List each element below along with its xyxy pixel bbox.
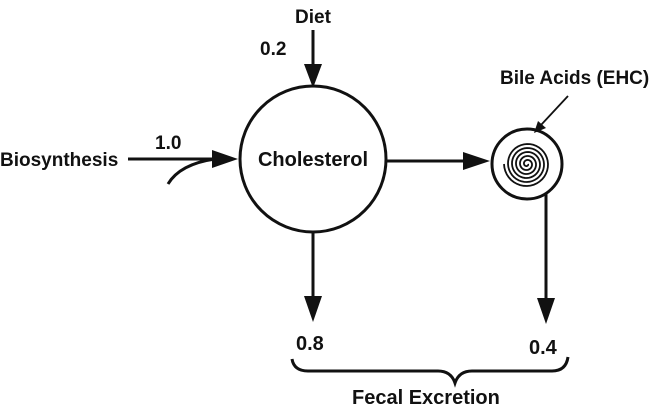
cholesterol-excretion-value: 0.8 xyxy=(296,333,324,355)
diet-arrow-head xyxy=(304,64,322,88)
diet-value: 0.2 xyxy=(260,39,286,60)
cholesterol-excretion-arrow-head xyxy=(304,296,322,322)
enterohepatic-circulation-spiral-icon xyxy=(503,143,549,187)
bile-acid-pool-circle xyxy=(490,127,564,201)
fecal-excretion-brace xyxy=(290,356,570,388)
biosynthesis-curve xyxy=(166,157,216,185)
bile-acids-label: Bile Acids (EHC) xyxy=(500,68,649,89)
biosynthesis-arrow-head xyxy=(212,150,238,168)
biosynthesis-label: Biosynthesis xyxy=(0,150,118,171)
conversion-arrow-head xyxy=(463,152,490,170)
diet-label: Diet xyxy=(295,7,332,28)
bile-acids-pointer-line xyxy=(540,95,569,126)
cholesterol-label: Cholesterol xyxy=(258,149,368,171)
biosynthesis-value: 1.0 xyxy=(155,133,181,154)
bile-excretion-value: 0.4 xyxy=(529,337,558,359)
bile-acids-pointer-head xyxy=(534,121,546,133)
fecal-excretion-label: Fecal Excretion xyxy=(352,387,500,409)
bile-excretion-arrow-head xyxy=(537,298,555,324)
